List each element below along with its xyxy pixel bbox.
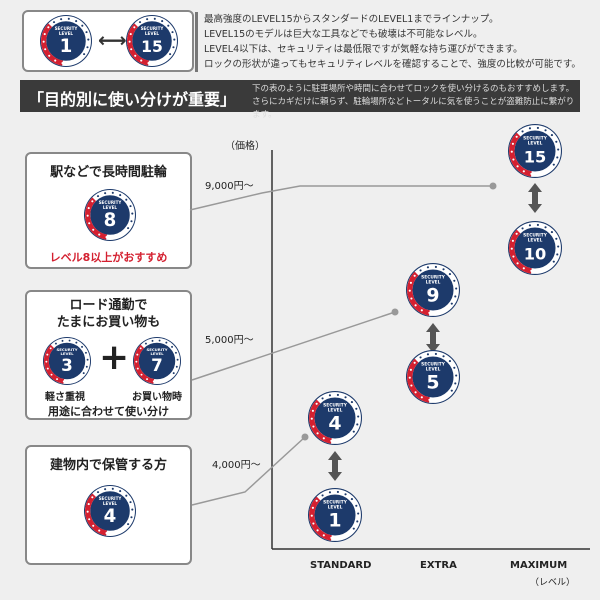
case-title-line: ロード通勤で — [69, 298, 148, 313]
svg-text:7: 7 — [151, 355, 163, 375]
svg-text:SECURITY: SECURITY — [523, 233, 548, 239]
svg-text:4: 4 — [104, 506, 117, 527]
svg-text:LEVEL: LEVEL — [528, 141, 543, 147]
x-category-label: MAXIMUM — [510, 560, 568, 571]
svg-text:LEVEL: LEVEL — [60, 351, 74, 356]
banner-desc: 下の表のように駐車場所や時間に合わせてロックを使い分けるのもおすすめします。さら… — [252, 83, 580, 122]
svg-text:15: 15 — [141, 38, 163, 56]
x-category-label: EXTRA — [420, 560, 457, 571]
case-title: 建物内で保管する方 — [49, 458, 167, 473]
connector-dot — [489, 182, 497, 190]
connector-4000 — [191, 436, 306, 506]
case-note: レベル8以上がおすすめ — [49, 251, 168, 264]
section-banner: 「目的別に使い分けが重要」 下の表のように駐車場所や時間に合わせてロックを使い分… — [20, 80, 580, 120]
case-note: 用途に合わせて使い分け — [48, 405, 169, 418]
svg-text:SECURITY: SECURITY — [421, 275, 446, 281]
svg-text:LEVEL: LEVEL — [328, 505, 343, 511]
svg-text:5: 5 — [426, 371, 439, 393]
svg-text:8: 8 — [104, 210, 117, 231]
svg-text:LEVEL: LEVEL — [103, 205, 118, 210]
case-title: 駅などで長時間駐輪 — [50, 165, 167, 180]
badge-caption: お買い物時 — [132, 392, 182, 403]
banner-desc-line: さらにカギだけに頼らず、駐輪場所などトータルに気を使うことが盗難防止に繋がります… — [252, 97, 575, 120]
double-arrow-icon: ⟷ — [98, 28, 127, 52]
price-label: 5,000円〜 — [205, 335, 254, 346]
svg-text:LEVEL: LEVEL — [528, 238, 543, 244]
intro-line: LEVEL15のモデルは巨大な工具などでも破壊は不可能なレベル。 — [204, 29, 483, 40]
svg-text:SECURITY: SECURITY — [323, 500, 348, 506]
svg-text:SECURITY: SECURITY — [99, 200, 123, 205]
case-title-line: たまにお買い物も — [56, 315, 161, 330]
svg-text:LEVEL: LEVEL — [59, 31, 74, 36]
intro-line: LEVEL4以下は、セキュリティは最低限ですが気軽な持ち運びができます。 — [204, 44, 523, 55]
svg-text:SECURITY: SECURITY — [56, 347, 77, 352]
svg-text:LEVEL: LEVEL — [328, 408, 343, 414]
svg-text:SECURITY: SECURITY — [99, 496, 123, 501]
connector-dot — [301, 433, 309, 441]
svg-text:LEVEL: LEVEL — [426, 367, 441, 373]
svg-text:1: 1 — [328, 509, 341, 531]
svg-text:LEVEL: LEVEL — [150, 351, 164, 356]
svg-text:SECURITY: SECURITY — [323, 403, 348, 409]
svg-text:SECURITY: SECURITY — [55, 26, 79, 31]
svg-text:9: 9 — [426, 284, 439, 306]
x-axis-unit: （レベル） — [530, 578, 576, 588]
intro-line: ロックの形状が違ってもセキュリティレベルを確認することで、強度の比較が可能です。 — [204, 59, 581, 70]
svg-text:LEVEL: LEVEL — [145, 31, 160, 36]
svg-text:1: 1 — [60, 36, 73, 57]
svg-text:SECURITY: SECURITY — [421, 362, 446, 368]
connector-5000 — [191, 311, 396, 381]
svg-text:SECURITY: SECURITY — [523, 136, 548, 142]
banner-title: 「目的別に使い分けが重要」 — [28, 90, 237, 109]
price-label: 4,000円〜 — [212, 460, 261, 471]
svg-text:3: 3 — [61, 355, 73, 375]
connector-dot — [391, 308, 399, 316]
plus-icon: + — [99, 337, 130, 378]
x-category-label: STANDARD — [310, 560, 372, 571]
svg-text:15: 15 — [524, 147, 547, 166]
connector-9000 — [189, 185, 493, 211]
svg-text:LEVEL: LEVEL — [103, 501, 118, 506]
banner-desc-line: 下の表のように駐車場所や時間に合わせてロックを使い分けるのもおすすめします。 — [252, 84, 575, 94]
svg-text:LEVEL: LEVEL — [426, 280, 441, 286]
y-axis-label: （価格） — [225, 141, 265, 152]
svg-text:10: 10 — [524, 244, 547, 263]
double-arrow-icons — [328, 183, 542, 481]
badge-caption: 軽さ重視 — [45, 392, 85, 403]
price-label: 9,000円〜 — [205, 181, 254, 192]
intro-line: 最高強度のLEVEL15からスタンダードのLEVEL1までラインナップ。 — [204, 14, 499, 25]
intro-text: 最高強度のLEVEL15からスタンダードのLEVEL1までラインナップ。 LEV… — [195, 12, 595, 72]
svg-text:SECURITY: SECURITY — [141, 26, 165, 31]
svg-text:4: 4 — [328, 412, 341, 434]
svg-text:SECURITY: SECURITY — [146, 347, 167, 352]
